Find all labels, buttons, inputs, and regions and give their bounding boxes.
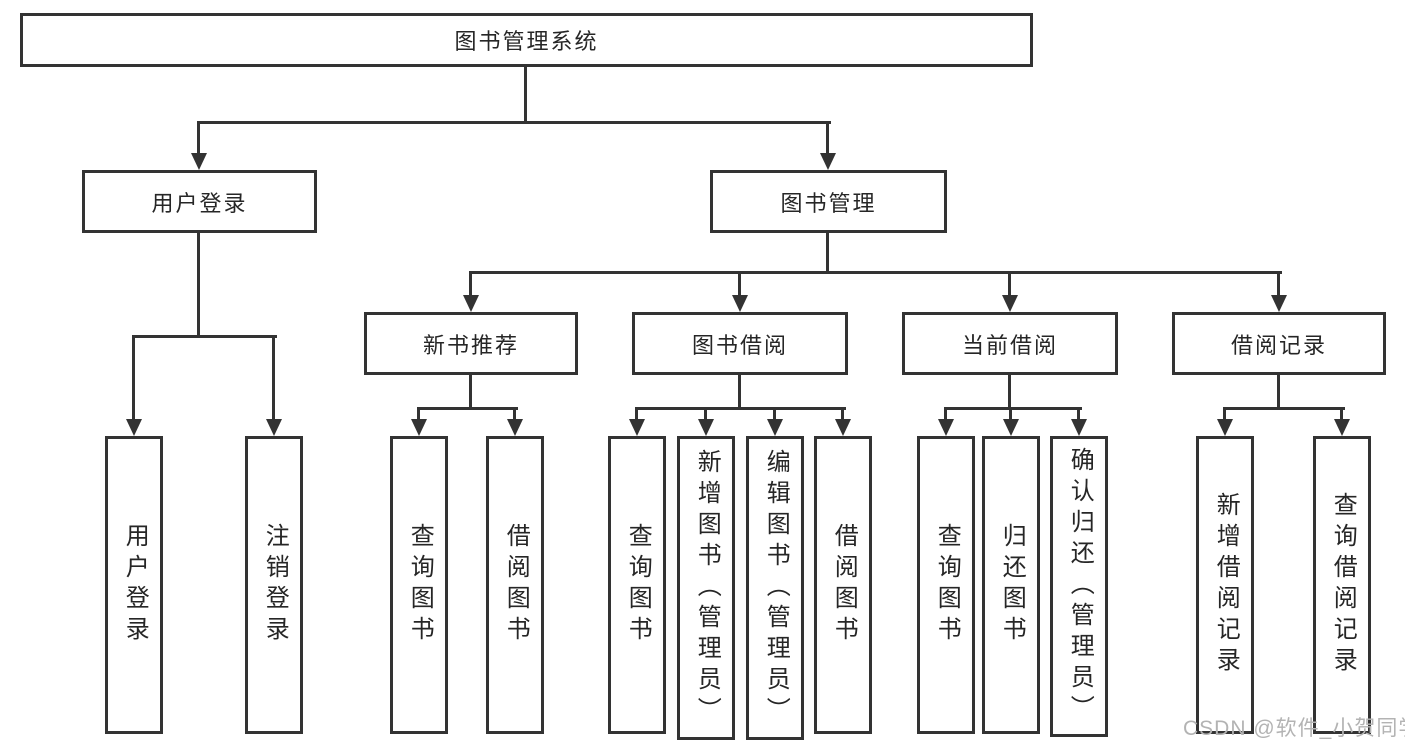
node-label: 当前借阅 [961,332,1058,358]
node-label: 查询借阅记录 [1329,492,1357,678]
arrow-down-icon [266,419,282,436]
edge-line [469,271,1282,274]
leaf-add-book-admin: 新增图书（管理员） [677,436,735,740]
node-label: 新增借阅记录 [1212,492,1240,678]
node-label: 查询图书 [933,523,961,647]
edge-line [635,407,846,410]
edge-line [132,335,277,338]
node-user-login: 用户登录 [82,170,317,233]
edge-line [1223,407,1345,410]
edge-line [826,233,829,274]
arrow-down-icon [938,419,954,436]
node-label: 新增图书（管理员） [693,448,721,728]
node-system-root: 图书管理系统 [20,13,1033,67]
node-label: 用户登录 [151,190,248,216]
node-label: 注销登录 [261,523,289,647]
edge-line [944,407,947,422]
edge-line [197,233,200,338]
leaf-confirm-return-admin: 确认归还（管理员） [1050,436,1108,737]
arrow-down-icon [732,295,748,312]
edge-line [1277,375,1280,410]
edge-line [773,407,776,422]
csdn-watermark: CSDN @软件_小贺同学 [1183,717,1405,740]
node-label: 查询图书 [406,523,434,647]
arrow-down-icon [1071,419,1087,436]
leaf-borrow-books-borrow: 借阅图书 [814,436,872,734]
leaf-query-books-current: 查询图书 [917,436,975,734]
arrow-down-icon [191,153,207,170]
leaf-logout: 注销登录 [245,436,303,734]
edge-line [1008,375,1011,410]
arrow-down-icon [767,419,783,436]
edge-line [417,407,518,410]
node-label: 新书推荐 [422,332,519,358]
edge-line [826,121,829,155]
node-label: 借阅图书 [502,523,530,647]
edge-line [132,335,135,421]
node-label: 确认归还（管理员） [1066,447,1094,726]
edge-line [417,407,420,422]
edge-line [738,271,741,297]
leaf-borrow-books-recommend: 借阅图书 [486,436,544,734]
node-label: 用户登录 [121,523,149,647]
leaf-query-books-recommend: 查询图书 [390,436,448,734]
arrow-down-icon [629,419,645,436]
edge-line [738,375,741,410]
edge-line [513,407,516,422]
edge-line [704,407,707,422]
edge-line [272,335,275,421]
leaf-edit-book-admin: 编辑图书（管理员） [746,436,804,740]
leaf-query-books-borrow: 查询图书 [608,436,666,734]
edge-line [1340,407,1343,422]
edge-line [1009,407,1012,422]
edge-line [841,407,844,422]
edge-line [944,407,1082,410]
node-label: 归还图书 [998,523,1026,647]
edge-line [198,121,831,124]
arrow-down-icon [1271,295,1287,312]
leaf-add-borrow-record: 新增借阅记录 [1196,436,1254,734]
arrow-down-icon [411,419,427,436]
node-label: 图书借阅 [691,332,788,358]
leaf-user-login: 用户登录 [105,436,163,734]
arrow-down-icon [1002,295,1018,312]
arrow-down-icon [463,295,479,312]
arrow-down-icon [698,419,714,436]
node-label: 编辑图书（管理员） [762,448,790,728]
node-label: 查询图书 [624,523,652,647]
edge-line [524,67,527,123]
arrow-down-icon [1334,419,1350,436]
node-label: 图书管理系统 [454,29,599,54]
node-book-borrow: 图书借阅 [632,312,848,375]
node-label: 借阅记录 [1230,332,1327,358]
edge-line [1277,271,1280,297]
arrow-down-icon [126,419,142,436]
node-borrow-records: 借阅记录 [1172,312,1386,375]
node-label: 借阅图书 [830,523,858,647]
edge-line [1008,271,1011,297]
arrow-down-icon [1217,419,1233,436]
node-book-management: 图书管理 [710,170,947,233]
node-new-book-recommend: 新书推荐 [364,312,578,375]
arrow-down-icon [835,419,851,436]
arrow-down-icon [1003,419,1019,436]
edge-line [469,375,472,410]
edge-line [1077,407,1080,422]
arrow-down-icon [820,153,836,170]
arrow-down-icon [507,419,523,436]
edge-line [469,271,472,297]
edge-line [635,407,638,422]
edge-line [1223,407,1226,422]
node-label: 图书管理 [780,190,877,216]
edge-line [197,121,200,155]
leaf-return-book: 归还图书 [982,436,1040,734]
node-current-borrow: 当前借阅 [902,312,1118,375]
leaf-query-borrow-record: 查询借阅记录 [1313,436,1371,734]
